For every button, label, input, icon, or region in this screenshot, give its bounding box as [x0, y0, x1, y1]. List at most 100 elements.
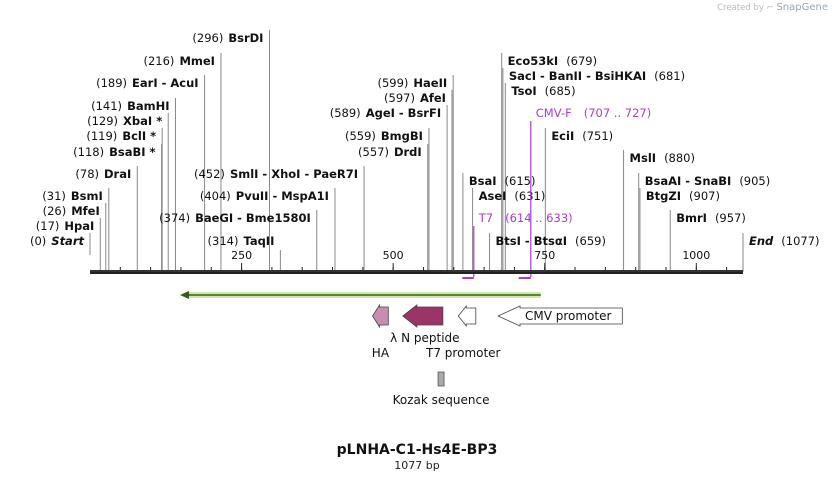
scale-ticks: 250 500 750 1000: [119, 249, 728, 270]
restriction-site: AseI (631): [479, 189, 546, 203]
restriction-site: (141)BamHI: [91, 99, 169, 113]
site-name: BaeGI - Bme1580I: [195, 211, 311, 225]
primer: CMV-F(707 .. 727): [518, 106, 652, 279]
plasmid-length: 1077 bp: [394, 459, 440, 472]
site-name: MmeI: [179, 54, 215, 68]
restriction-site: (26) MfeI: [43, 204, 100, 218]
site-position: (589): [330, 106, 361, 120]
site-position: (118): [73, 145, 104, 159]
site-position: (631): [514, 189, 545, 203]
site-position: (905): [739, 174, 770, 188]
site-position: (880): [664, 151, 695, 165]
restriction-site: (216)MmeI: [144, 54, 215, 68]
site-name: BsrDI: [228, 31, 263, 45]
tick-label: 250: [231, 249, 252, 262]
site-position: (557): [358, 145, 389, 159]
dna-backbone: [90, 270, 743, 274]
restriction-site: Eco53kI (679): [508, 54, 597, 68]
site-position: (681): [654, 69, 685, 83]
site-position: (141): [91, 99, 122, 113]
feature-shape: [497, 305, 623, 327]
feature-shape: [402, 304, 444, 328]
primer-layer: CMV-F(707 .. 727)T7(614 .. 633): [462, 106, 652, 279]
site-name: EciI: [551, 129, 574, 143]
site-name: HpaI: [64, 219, 94, 233]
feature-label: CMV promoter: [525, 309, 612, 323]
site-position: (119): [86, 129, 117, 143]
primer-range: (614 .. 633): [505, 211, 572, 225]
site-name: BsaBI *: [109, 145, 155, 159]
site-position: (374): [159, 211, 190, 225]
site-position: (659): [575, 234, 606, 248]
site-position: (314): [208, 234, 239, 248]
orf-arrowhead: [180, 291, 189, 299]
site-name: MfeI: [71, 204, 100, 218]
plasmid-name: pLNHA-C1-Hs4E-BP3: [336, 442, 498, 458]
site-position: (957): [715, 211, 746, 225]
site-name: AseI: [479, 189, 507, 203]
snapgene-credit: Created by ⌐ SnapGene: [717, 2, 828, 13]
site-name: SmlI - XhoI - PaeR7I: [230, 167, 358, 181]
site-position: (615): [505, 174, 536, 188]
primer: T7(614 .. 633): [462, 211, 573, 279]
feature-box: [437, 371, 445, 387]
site-position: (26): [43, 204, 67, 218]
site-position: (599): [377, 76, 408, 90]
site-name: TsoI: [511, 84, 536, 98]
site-name: BclI *: [122, 129, 156, 143]
site-name: BtgZI: [646, 189, 681, 203]
restriction-site: EciI (751): [551, 129, 613, 143]
site-position: (189): [96, 76, 127, 90]
feature: HA: [372, 303, 390, 360]
site-name: BsaAI - SnaBI: [645, 174, 732, 188]
site-name: AfeI: [420, 91, 446, 105]
restriction-site: (374) BaeGI - Bme1580I: [159, 211, 311, 225]
restriction-site: (404)PvuII - MspA1I: [200, 189, 329, 203]
feature: T7 promoter: [425, 304, 501, 360]
restriction-site: (119) BclI *: [86, 129, 156, 143]
site-name: DrdI: [394, 145, 422, 159]
backbone-bar: [90, 270, 743, 274]
site-position: (679): [566, 54, 597, 68]
site-position: (129): [87, 114, 118, 128]
site-position: (685): [545, 84, 576, 98]
restriction-site: BmrI(957): [676, 211, 746, 225]
restriction-site: (559)BmgBI: [345, 129, 423, 143]
site-position: (31): [42, 189, 66, 203]
site-position: (597): [384, 91, 415, 105]
credit-brand: SnapGene: [776, 2, 828, 13]
site-position: (559): [345, 129, 376, 143]
site-name: BsaI: [469, 174, 497, 188]
site-position: (17): [36, 219, 60, 233]
site-position: (78): [75, 167, 99, 181]
restriction-site: (452)SmlI - XhoI - PaeR7I: [194, 167, 358, 181]
site-position: (0): [30, 234, 46, 248]
restriction-site: BtgZI(907): [646, 189, 720, 203]
feature-shape: [372, 303, 389, 329]
restriction-site: (31)BsmI: [42, 189, 102, 203]
site-position: (751): [582, 129, 613, 143]
restriction-site: BsaI (615): [469, 174, 536, 188]
site-name: MslI: [630, 151, 657, 165]
restriction-site: TsoI (685): [511, 84, 575, 98]
site-name: Start: [51, 234, 84, 248]
orf-arrow: [180, 291, 541, 299]
site-position: (296): [192, 31, 223, 45]
restriction-site: (557) DrdI: [358, 145, 422, 159]
restriction-site: BsaAI - SnaBI (905): [645, 174, 771, 188]
restriction-site: (189) EarI - AcuI: [96, 76, 198, 90]
site-name: DraI: [104, 167, 131, 181]
primer-range: (707 .. 727): [584, 106, 652, 120]
restriction-site: (0) Start: [30, 234, 85, 248]
restriction-site: (17) HpaI: [36, 219, 95, 233]
restriction-site: MslI (880): [630, 151, 695, 165]
tick-label: 1000: [682, 249, 710, 262]
site-name: Eco53kI: [508, 54, 559, 68]
tick-label: 750: [534, 249, 555, 262]
feature: CMV promoter: [497, 305, 623, 327]
site-name: EarI - AcuI: [132, 76, 199, 90]
restriction-site: SacI - BanII - BsiHKAI(681): [509, 69, 685, 83]
feature: Kozak sequence: [393, 371, 489, 407]
tick-label: 500: [383, 249, 404, 262]
